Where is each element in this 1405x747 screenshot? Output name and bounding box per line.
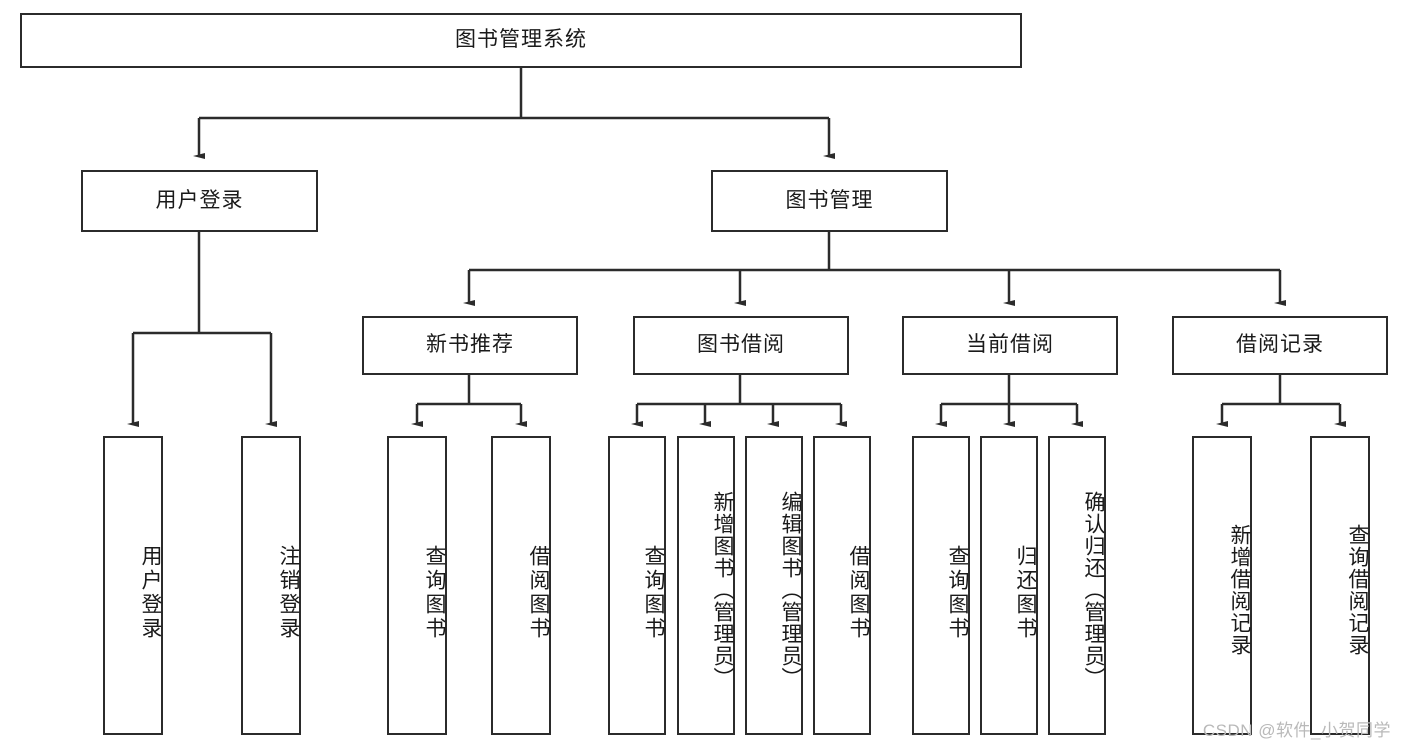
- node-user-login[interactable]: 用户登录: [81, 170, 318, 232]
- leaf-records-1[interactable]: 新增借阅记录: [1192, 436, 1252, 735]
- leaf-current-2[interactable]: 归还图书: [980, 436, 1038, 735]
- leaf-borrow-3-label: 编辑图书（管理员）: [779, 490, 802, 689]
- node-borrow-label: 图书借阅: [697, 333, 785, 357]
- leaf-current-2-label: 归还图书: [1014, 544, 1037, 641]
- node-book-manage-label: 图书管理: [785, 188, 874, 212]
- leaf-records-1-label: 新增借阅记录: [1228, 523, 1251, 656]
- leaf-user-login-2-label: 注销登录: [277, 544, 300, 641]
- leaf-borrow-4[interactable]: 借阅图书: [813, 436, 871, 735]
- leaf-new-book-1-label: 查询图书: [423, 544, 446, 641]
- node-new-book[interactable]: 新书推荐: [362, 316, 578, 375]
- leaf-borrow-2-label: 新增图书（管理员）: [711, 490, 734, 689]
- leaf-borrow-3[interactable]: 编辑图书（管理员）: [745, 436, 803, 735]
- leaf-current-1-label: 查询图书: [946, 544, 969, 641]
- node-user-login-label: 用户登录: [155, 188, 244, 212]
- node-current[interactable]: 当前借阅: [902, 316, 1118, 375]
- watermark: CSDN @软件_小贺同学: [1202, 721, 1391, 740]
- leaf-current-3-label: 确认归还（管理员）: [1082, 490, 1105, 689]
- leaf-current-3[interactable]: 确认归还（管理员）: [1048, 436, 1106, 735]
- leaf-user-login-1-label: 用户登录: [139, 544, 162, 641]
- node-borrow[interactable]: 图书借阅: [633, 316, 849, 375]
- node-records-label: 借阅记录: [1236, 333, 1324, 357]
- leaf-user-login-2[interactable]: 注销登录: [241, 436, 301, 735]
- node-current-label: 当前借阅: [966, 333, 1054, 357]
- node-records[interactable]: 借阅记录: [1172, 316, 1388, 375]
- leaf-new-book-2-label: 借阅图书: [527, 544, 550, 641]
- leaf-records-2[interactable]: 查询借阅记录: [1310, 436, 1370, 735]
- leaf-borrow-1[interactable]: 查询图书: [608, 436, 666, 735]
- leaf-new-book-2[interactable]: 借阅图书: [491, 436, 551, 735]
- node-root-label: 图书管理系统: [455, 28, 587, 52]
- leaf-borrow-4-label: 借阅图书: [847, 544, 870, 641]
- leaf-borrow-2[interactable]: 新增图书（管理员）: [677, 436, 735, 735]
- leaf-current-1[interactable]: 查询图书: [912, 436, 970, 735]
- leaf-records-2-label: 查询借阅记录: [1346, 523, 1369, 656]
- node-new-book-label: 新书推荐: [426, 333, 514, 357]
- leaf-borrow-1-label: 查询图书: [642, 544, 665, 641]
- node-root[interactable]: 图书管理系统: [20, 13, 1022, 68]
- leaf-new-book-1[interactable]: 查询图书: [387, 436, 447, 735]
- node-book-manage[interactable]: 图书管理: [711, 170, 948, 232]
- leaf-user-login-1[interactable]: 用户登录: [103, 436, 163, 735]
